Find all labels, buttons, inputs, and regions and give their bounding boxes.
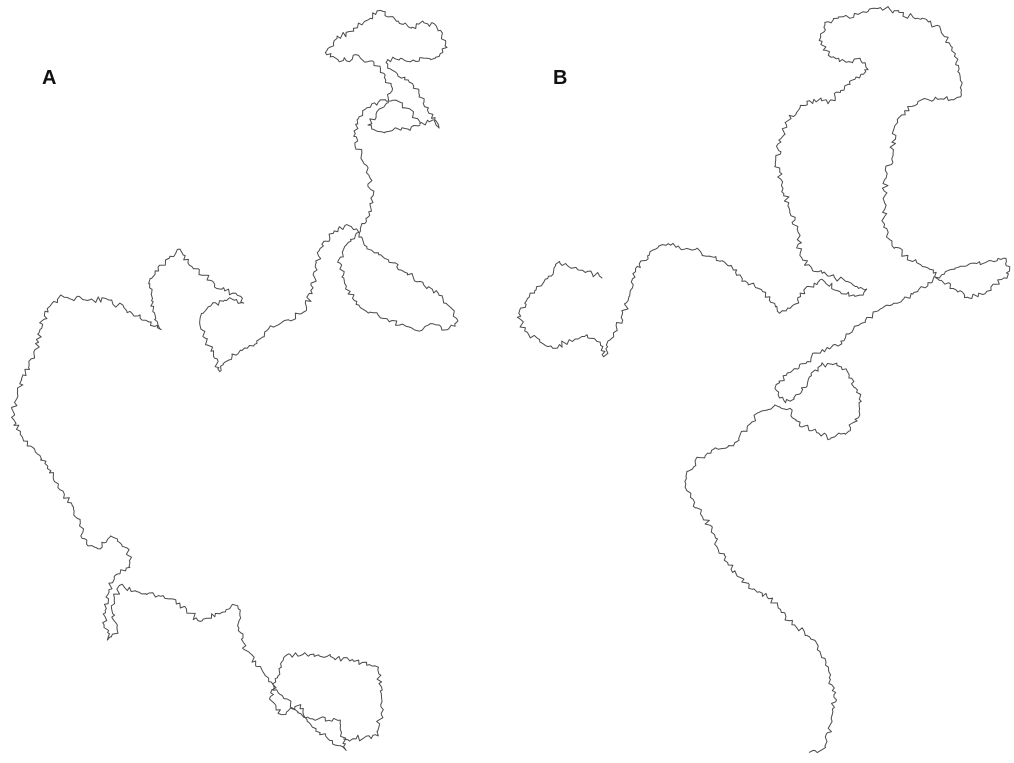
- panel-b: B: [507, 0, 1014, 763]
- walk-path-b: [517, 7, 1010, 753]
- walk-path-a: [12, 10, 458, 750]
- panel-a: A: [0, 0, 507, 763]
- random-walk-curve-b: [507, 0, 1014, 763]
- random-walk-curve-a: [0, 0, 507, 763]
